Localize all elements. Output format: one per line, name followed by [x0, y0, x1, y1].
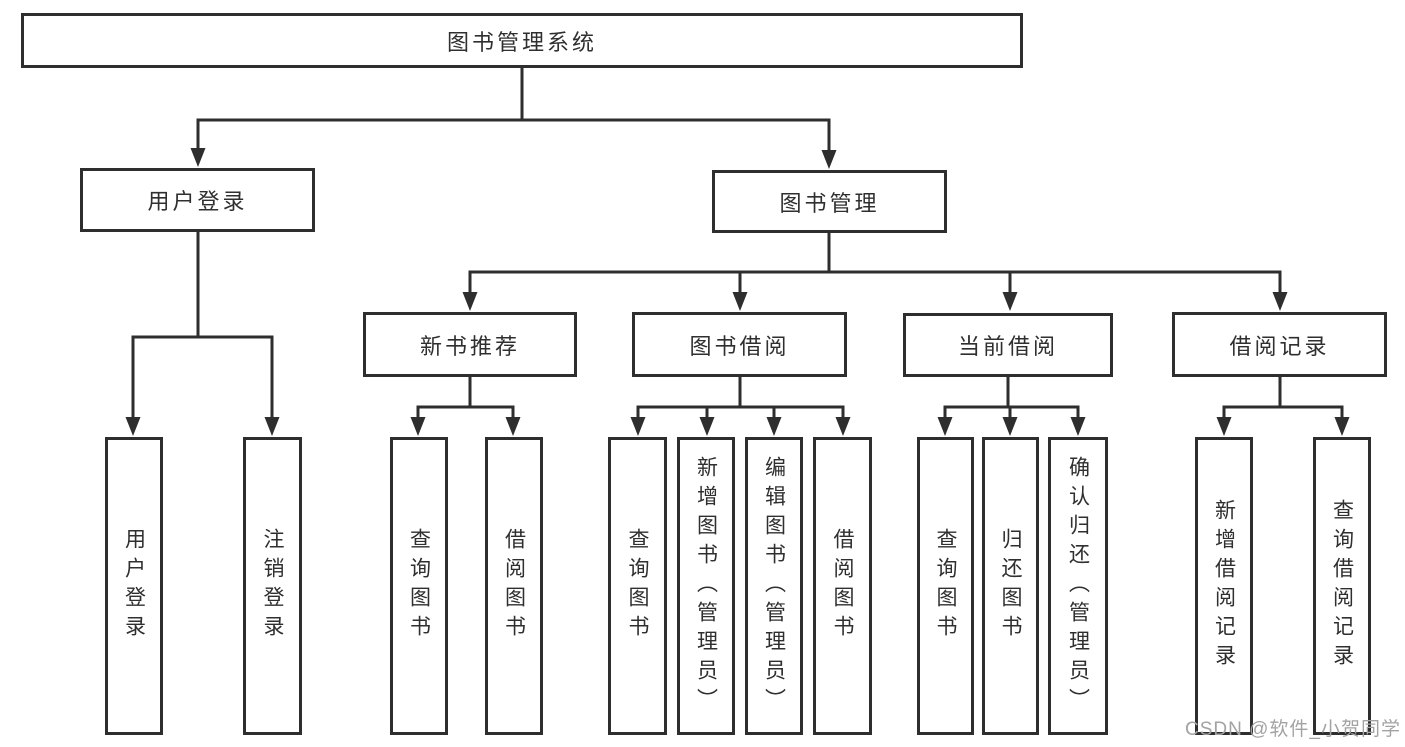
node-current-borrow: 当前借阅: [903, 313, 1113, 377]
leaf-borrow-books-recommend: 借阅图书: [485, 437, 543, 735]
arrowhead-icons: [125, 148, 1350, 436]
node-root-system: 图书管理系统: [21, 13, 1023, 68]
node-borrow-record: 借阅记录: [1172, 312, 1387, 377]
leaf-query-books-borrow: 查询图书: [608, 437, 667, 735]
leaf-query-borrow-record: 查询借阅记录: [1313, 437, 1371, 735]
leaf-user-login: 用户登录: [105, 437, 163, 735]
leaf-edit-book-admin: 编辑图书（管理员）: [745, 437, 803, 735]
node-new-book-recommend: 新书推荐: [363, 312, 577, 377]
leaf-logout: 注销登录: [243, 437, 302, 735]
leaf-query-books-current: 查询图书: [917, 437, 974, 735]
leaf-borrow-books: 借阅图书: [813, 437, 872, 735]
leaf-query-books-recommend: 查询图书: [390, 437, 448, 735]
leaf-add-book-admin: 新增图书（管理员）: [677, 437, 735, 735]
node-book-management: 图书管理: [712, 170, 947, 233]
csdn-watermark: CSDN @软件_小贺同学: [1185, 719, 1401, 740]
node-book-borrow: 图书借阅: [632, 312, 847, 377]
node-user-login: 用户登录: [80, 168, 315, 232]
leaf-return-book: 归还图书: [982, 437, 1039, 735]
leaf-add-borrow-record: 新增借阅记录: [1195, 437, 1253, 735]
leaf-confirm-return-admin: 确认归还（管理员）: [1048, 437, 1108, 735]
